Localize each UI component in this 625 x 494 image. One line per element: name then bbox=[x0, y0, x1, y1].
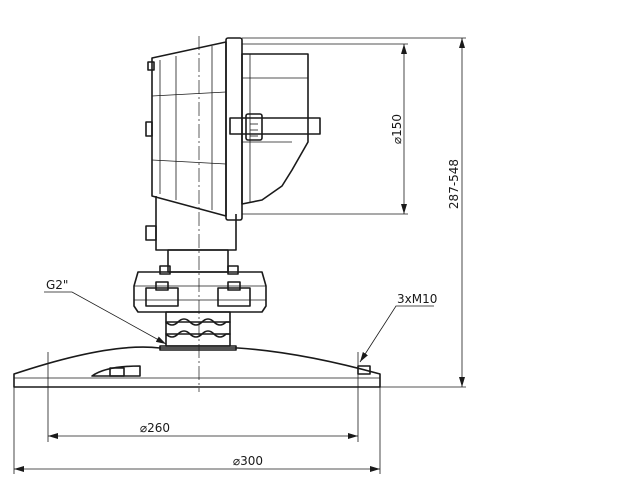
label-d300: ⌀300 bbox=[233, 454, 263, 468]
label-d260: ⌀260 bbox=[140, 421, 170, 435]
base-plate bbox=[13, 346, 381, 388]
lamp-housing bbox=[145, 37, 321, 221]
leader-g2 bbox=[44, 291, 167, 345]
label-3xm10: 3xM10 bbox=[397, 292, 437, 306]
label-height-range: 287-548 bbox=[447, 159, 461, 209]
label-g2-thread: G2" bbox=[46, 278, 68, 292]
swivel-clamp bbox=[133, 265, 267, 313]
label-d150: ⌀150 bbox=[390, 114, 404, 144]
leader-m10 bbox=[359, 305, 434, 363]
extension-lines bbox=[13, 37, 466, 474]
support-neck bbox=[145, 196, 237, 273]
threaded-connector bbox=[159, 311, 237, 351]
